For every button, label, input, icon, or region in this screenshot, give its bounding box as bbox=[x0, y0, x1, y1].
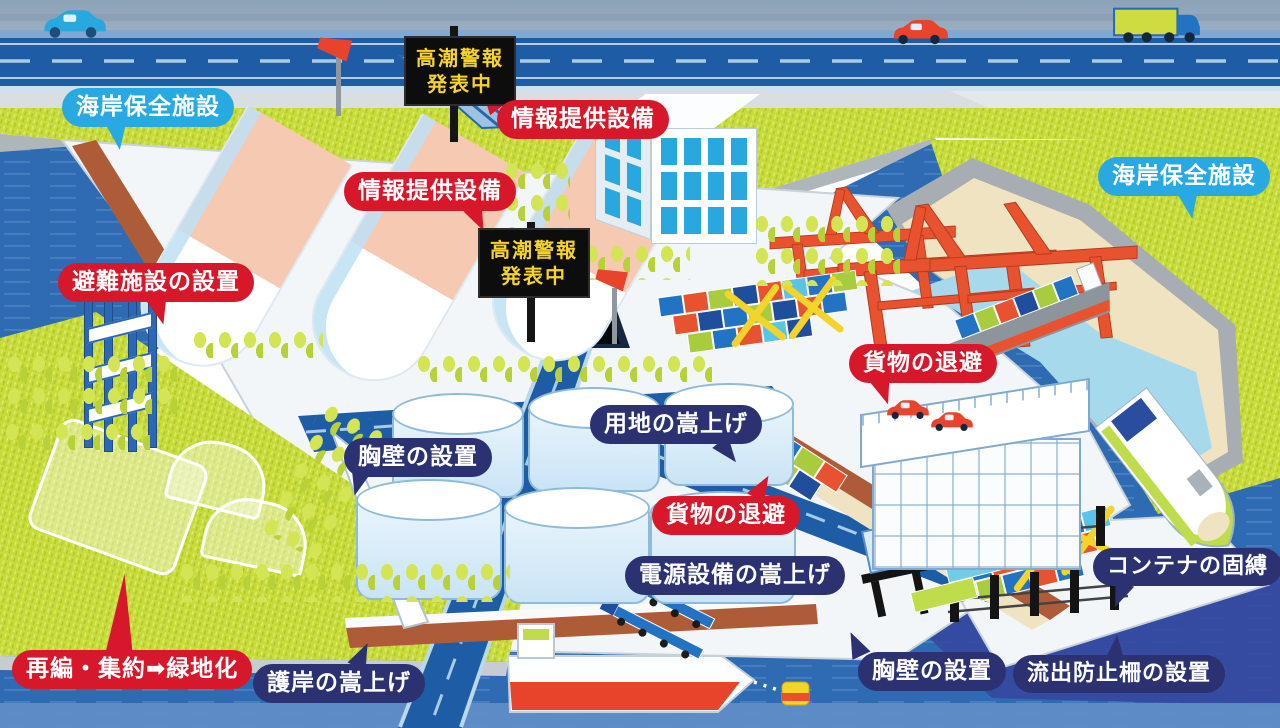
window bbox=[661, 172, 678, 200]
window bbox=[626, 162, 641, 194]
truck-icon bbox=[1112, 2, 1204, 48]
label-cargo-evacuation-lower: 貨物の退避 bbox=[652, 496, 800, 535]
window bbox=[661, 206, 678, 234]
label-parapet-mid: 胸壁の設置 bbox=[344, 438, 492, 477]
office-building bbox=[590, 92, 762, 247]
parapet-strip bbox=[345, 596, 816, 630]
label-parapet-bottom: 胸壁の設置 bbox=[858, 652, 1006, 691]
storage-tank-icon bbox=[504, 487, 650, 604]
window bbox=[684, 172, 701, 200]
loudspeaker-pole bbox=[336, 54, 341, 116]
tree-row bbox=[412, 350, 712, 388]
warning-line2: 発表中 bbox=[501, 264, 567, 288]
car-icon bbox=[38, 8, 108, 44]
label-coastal-protection-left: 海岸保全施設 bbox=[62, 88, 234, 127]
parking-structure bbox=[872, 438, 1081, 570]
window bbox=[707, 138, 724, 166]
window bbox=[730, 138, 747, 166]
label-site-raising: 用地の嵩上げ bbox=[590, 405, 762, 444]
window bbox=[707, 172, 724, 200]
highway-road bbox=[0, 30, 1280, 92]
car-icon bbox=[928, 410, 976, 436]
label-consolidation-greening: 再編・集約➡緑地化 bbox=[12, 650, 253, 689]
container-ship-icon bbox=[948, 262, 1111, 367]
label-revetment-raising: 護岸の嵩上げ bbox=[253, 664, 425, 703]
window bbox=[605, 154, 620, 186]
window bbox=[626, 195, 641, 227]
window bbox=[661, 138, 678, 166]
tower-floor bbox=[87, 311, 153, 345]
label-outflow-fence: 流出防止柵の設置 bbox=[1013, 655, 1226, 693]
label-power-raising: 電源設備の嵩上げ bbox=[625, 556, 845, 595]
storm-surge-warning-sign: 高潮警報 発表中 bbox=[478, 228, 590, 298]
tree-row bbox=[580, 240, 690, 280]
warning-line1: 高潮警報 bbox=[416, 46, 504, 70]
ferry-icon bbox=[1094, 387, 1235, 548]
cloud-streak bbox=[0, 14, 1280, 21]
container-lime bbox=[909, 576, 979, 614]
window bbox=[730, 172, 747, 200]
window bbox=[684, 206, 701, 234]
tanker-ship-icon bbox=[506, 623, 810, 713]
warning-line1: 高潮警報 bbox=[490, 238, 578, 262]
buoy-icon bbox=[781, 681, 810, 706]
loudspeaker-pole bbox=[612, 288, 617, 344]
car-icon bbox=[884, 398, 932, 424]
tree-row bbox=[175, 558, 510, 602]
window bbox=[730, 206, 747, 234]
label-coastal-protection-right: 海岸保全施設 bbox=[1098, 157, 1270, 196]
tree-row bbox=[2, 350, 182, 416]
window bbox=[605, 187, 620, 219]
warning-line2: 発表中 bbox=[427, 72, 493, 96]
window bbox=[684, 138, 701, 166]
label-evacuation-facility: 避難施設の設置 bbox=[58, 263, 254, 302]
car-icon bbox=[888, 18, 950, 50]
label-container-lashing: コンテナの固縛 bbox=[1093, 548, 1280, 586]
storm-surge-warning-sign: 高潮警報 発表中 bbox=[404, 36, 516, 106]
building-front bbox=[651, 128, 757, 244]
label-info-equipment-mid: 情報提供設備 bbox=[344, 172, 516, 211]
label-info-equipment-top: 情報提供設備 bbox=[497, 100, 669, 139]
tree-row bbox=[750, 210, 905, 286]
label-cargo-evacuation-upper: 貨物の退避 bbox=[849, 344, 997, 383]
tree-row bbox=[188, 326, 323, 358]
tree-row bbox=[0, 418, 150, 454]
container-stack-icon bbox=[657, 269, 859, 354]
window bbox=[707, 206, 724, 234]
